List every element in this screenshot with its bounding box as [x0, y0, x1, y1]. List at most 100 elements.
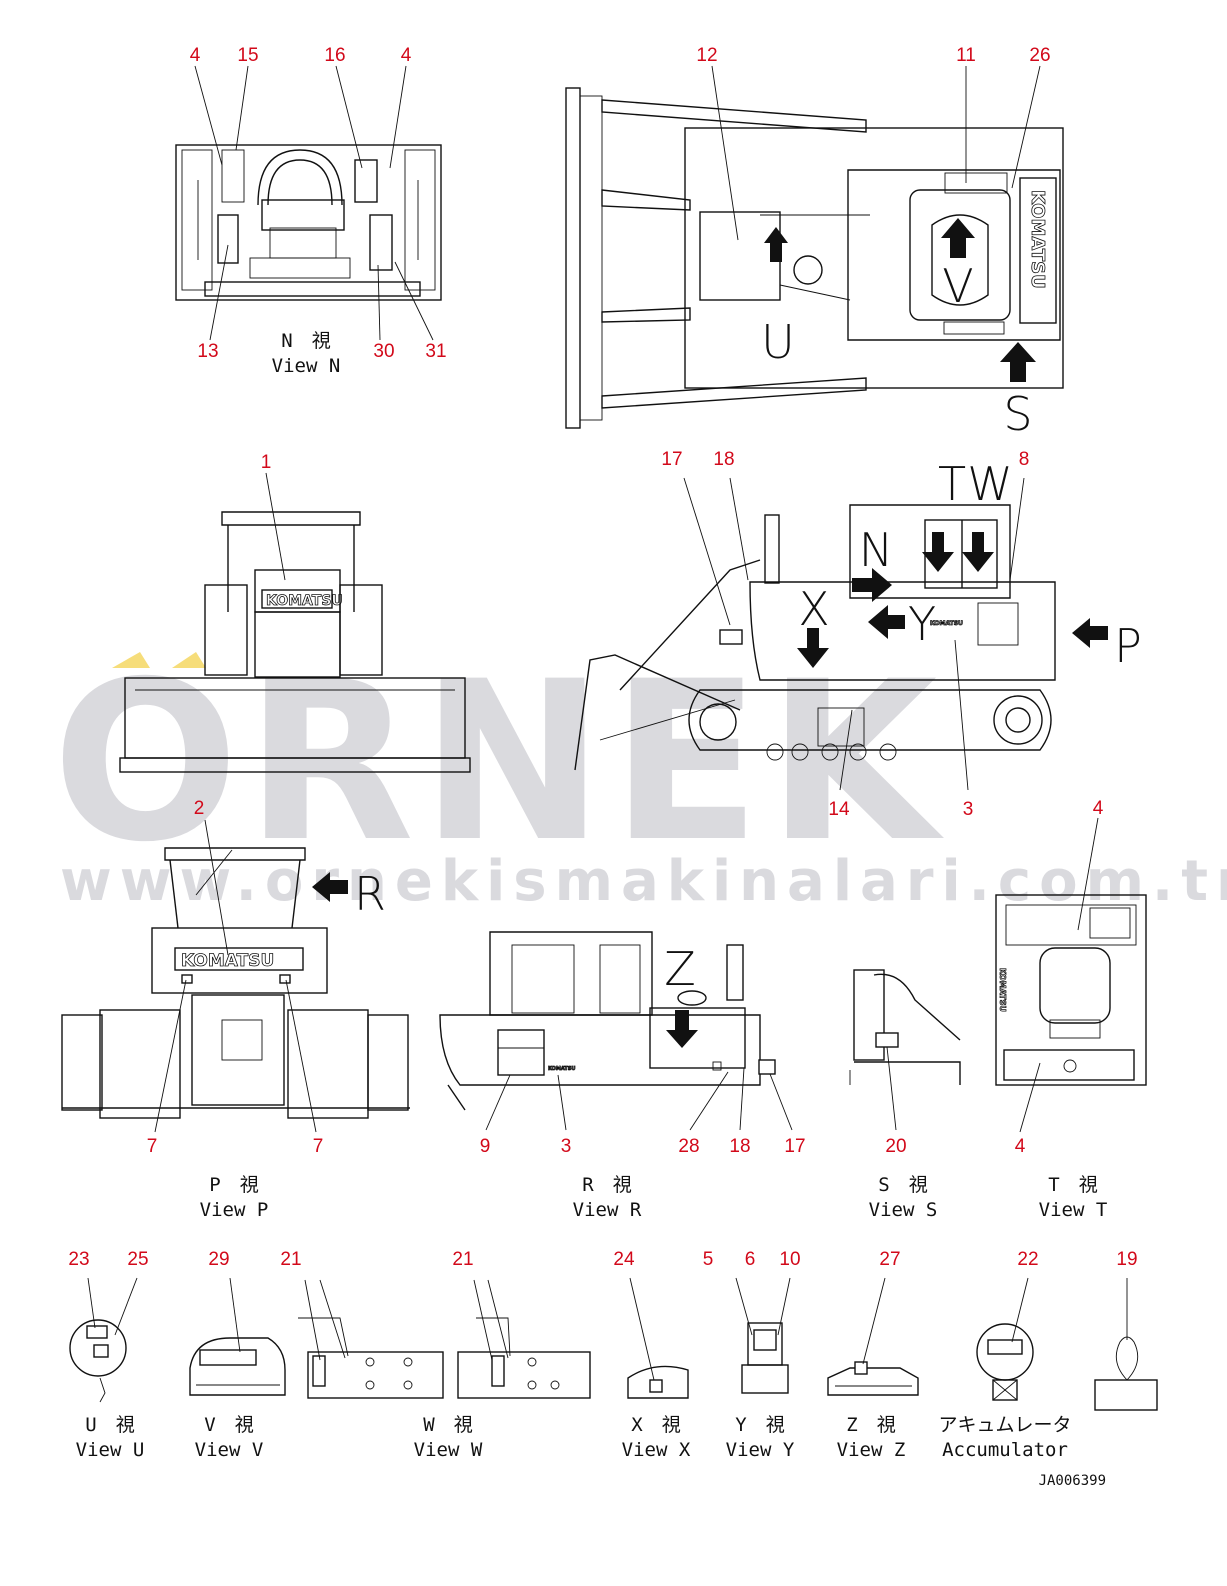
- view-z-leader: [862, 1277, 886, 1365]
- arrow-t: [922, 532, 954, 572]
- tag-drawing: [1094, 1336, 1158, 1411]
- callout-5: 5: [703, 1249, 714, 1270]
- callout-18: 18: [713, 449, 734, 470]
- view-v-drawing: [189, 1337, 286, 1396]
- callout-3: 3: [963, 799, 974, 820]
- callout-17: 17: [784, 1136, 805, 1157]
- arrow-n: [852, 568, 892, 602]
- view-s-label-jp: S 視: [878, 1174, 927, 1196]
- callout-4: 4: [401, 45, 412, 66]
- callout-7: 7: [313, 1136, 324, 1157]
- callout-26: 26: [1029, 45, 1050, 66]
- view-r-label-en: View R: [573, 1199, 642, 1221]
- callout-19: 19: [1116, 1249, 1137, 1270]
- watermark: ORNEK www.ornekismakinalari.com.tr: [52, 634, 1227, 914]
- callout-23: 23: [68, 1249, 89, 1270]
- callout-30: 30: [373, 341, 394, 362]
- view-y-leaders: [735, 1277, 791, 1336]
- view-arrow-t-letter: T: [938, 457, 966, 511]
- arrow-x: [797, 628, 829, 668]
- callout-29: 29: [208, 1249, 229, 1270]
- view-x-label-jp: X 視: [631, 1414, 680, 1436]
- arrow-u: [764, 227, 788, 262]
- view-n-label-jp: N 視: [281, 330, 330, 352]
- komatsu-decal-view-t: KOMATSU: [998, 968, 1007, 1012]
- arrow-p: [1072, 618, 1108, 648]
- view-v-label-en: View V: [195, 1439, 264, 1461]
- view-u-leaders: [87, 1277, 138, 1336]
- callout-28: 28: [678, 1136, 699, 1157]
- komatsu-decal-front: KOMATSU: [266, 593, 343, 609]
- view-arrow-u-letter: U: [761, 315, 795, 369]
- view-arrow-v-letter: V: [942, 259, 973, 313]
- side-view-drawing: KOMATSU: [574, 504, 1056, 771]
- callout-10: 10: [779, 1249, 800, 1270]
- accumulator-label-jp: アキュムレータ: [938, 1414, 1071, 1436]
- view-r-drawing: KOMATSU: [439, 931, 776, 1111]
- view-arrow-p-letter: P: [1114, 619, 1142, 673]
- callout-6: 6: [745, 1249, 756, 1270]
- view-y-drawing: [741, 1322, 789, 1394]
- view-v-leader: [229, 1277, 241, 1353]
- callout-18: 18: [729, 1136, 750, 1157]
- view-x-drawing: [627, 1365, 689, 1399]
- view-n-label-en: View N: [272, 355, 341, 377]
- callout-8: 8: [1019, 449, 1030, 470]
- view-r-leaders: [485, 1067, 793, 1131]
- komatsu-decal-side: KOMATSU: [930, 620, 963, 627]
- view-y-label-en: View Y: [726, 1439, 795, 1461]
- view-u-label-jp: U 視: [85, 1414, 134, 1436]
- callout-7: 7: [147, 1136, 158, 1157]
- view-u-label-en: View U: [76, 1439, 145, 1461]
- callout-1: 1: [261, 452, 272, 473]
- view-arrow-x-letter: X: [798, 582, 830, 636]
- callout-4: 4: [190, 45, 201, 66]
- view-z-drawing: [827, 1361, 919, 1396]
- view-t-leaders: [1019, 817, 1099, 1133]
- accumulator-label-en: Accumulator: [942, 1439, 1068, 1461]
- callout-16: 16: [324, 45, 345, 66]
- callout-24: 24: [613, 1249, 635, 1270]
- front-leader-1: [265, 472, 286, 581]
- view-r-label-jp: R 視: [582, 1174, 631, 1196]
- view-w-leaders: [304, 1279, 509, 1361]
- accumulator-leader: [1011, 1277, 1029, 1343]
- callout-27: 27: [879, 1249, 900, 1270]
- callout-11: 11: [956, 45, 976, 66]
- view-v-label-jp: V 視: [204, 1414, 253, 1436]
- view-x-label-en: View X: [622, 1439, 691, 1461]
- view-z-label-jp: Z 視: [846, 1414, 895, 1436]
- view-p-label-jp: P 視: [209, 1174, 258, 1196]
- arrow-y: [868, 605, 905, 639]
- callout-15: 15: [237, 45, 258, 66]
- arrow-z: [666, 1010, 698, 1048]
- callout-12: 12: [696, 45, 717, 66]
- view-p-label-en: View P: [200, 1199, 269, 1221]
- view-n-drawing: [175, 144, 442, 301]
- view-arrow-n-letter: N: [859, 523, 893, 577]
- view-w-label-jp: W 視: [423, 1414, 472, 1436]
- view-n-leaders: [194, 65, 434, 341]
- top-view-leaders: [711, 65, 1041, 241]
- document-id: JA006399: [1039, 1473, 1106, 1489]
- callout-21: 21: [452, 1249, 473, 1270]
- view-t-drawing: KOMATSU: [995, 894, 1147, 1086]
- arrow-w: [962, 532, 994, 572]
- view-arrow-z-letter: Z: [664, 942, 696, 996]
- view-p-drawing: KOMATSU: [61, 847, 410, 1119]
- view-arrow-w-letter: W: [967, 457, 1012, 511]
- callout-9: 9: [480, 1136, 491, 1157]
- view-s-leader: [886, 1046, 897, 1131]
- top-view-drawing: KOMATSU: [565, 87, 1064, 429]
- callout-4: 4: [1015, 1136, 1026, 1157]
- front-view-drawing: KOMATSU: [119, 511, 471, 773]
- view-s-label-en: View S: [869, 1199, 938, 1221]
- view-arrow-r-letter: R: [354, 867, 386, 921]
- callout-14: 14: [828, 799, 850, 820]
- callout-20: 20: [885, 1136, 906, 1157]
- komatsu-decal-rear: KOMATSU: [181, 951, 274, 971]
- callout-2: 2: [194, 798, 205, 819]
- view-s-drawing: [849, 969, 961, 1085]
- view-arrow-s-letter: S: [1003, 387, 1032, 441]
- callout-3: 3: [561, 1136, 572, 1157]
